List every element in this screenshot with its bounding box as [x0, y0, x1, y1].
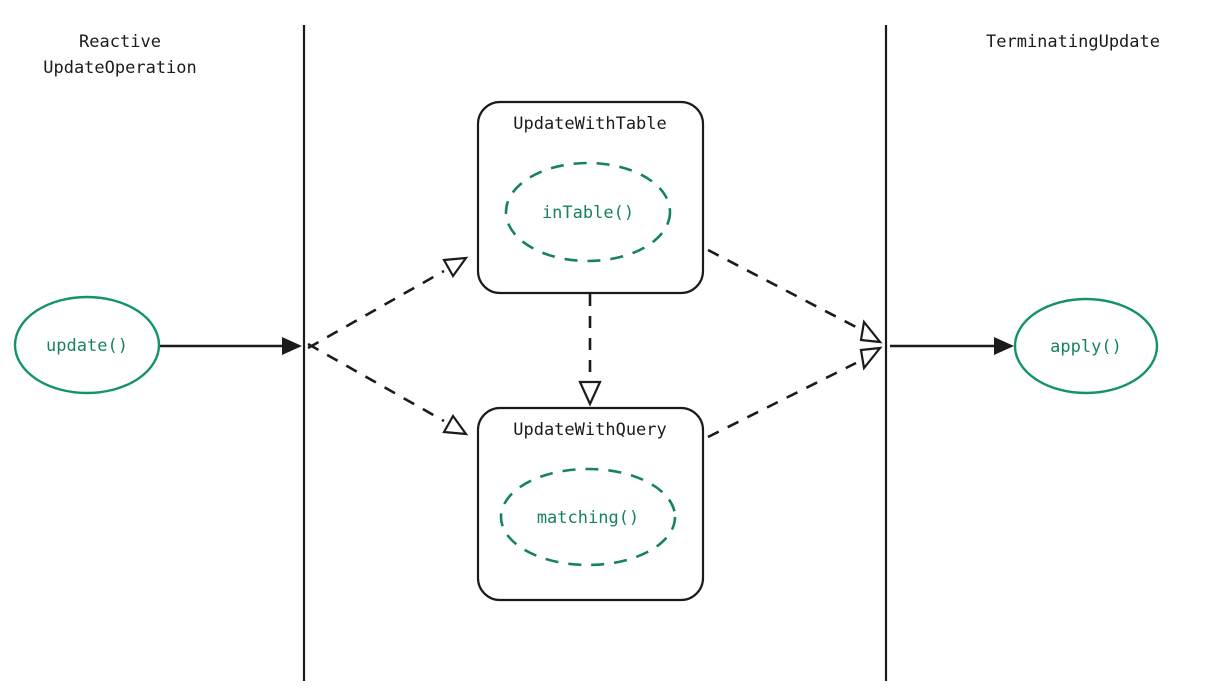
connector-table-to-right-lane: [707, 248, 857, 329]
connector-query-to-right-lane: [707, 361, 857, 439]
arrowhead-table-to-right-lane: [859, 319, 883, 344]
right-lane-label-line1: TerminatingUpdate: [986, 32, 1160, 52]
method-label-in-table: inTable(): [542, 203, 634, 223]
arrowhead-table-to-query: [578, 380, 602, 407]
arrowhead-lane-to-apply: [994, 337, 1014, 355]
method-label-matching: matching(): [537, 508, 639, 528]
box-update-with-query-title: UpdateWithQuery: [513, 420, 667, 440]
node-apply[interactable]: [1013, 297, 1159, 395]
arrowhead-update-to-lane: [282, 337, 302, 355]
box-update-with-table[interactable]: [476, 100, 705, 295]
method-ellipse-in-table: [504, 161, 672, 263]
connector-lane-to-update-with-table: [307, 269, 445, 350]
node-update-label: update(): [46, 336, 128, 356]
connector-lane-to-update-with-query: [307, 342, 445, 423]
left-lane-label-line2: UpdateOperation: [43, 58, 197, 78]
node-apply-label: apply(): [1050, 337, 1122, 357]
arrowhead-query-to-right-lane: [859, 346, 883, 371]
box-update-with-table-title: UpdateWithTable: [513, 114, 667, 134]
arrowhead-lane-to-update-with-table: [442, 256, 469, 279]
node-update[interactable]: [13, 295, 161, 395]
arrowhead-lane-to-update-with-query: [442, 413, 469, 436]
left-lane-label-line1: Reactive: [79, 32, 161, 52]
method-ellipse-matching: [499, 467, 677, 567]
